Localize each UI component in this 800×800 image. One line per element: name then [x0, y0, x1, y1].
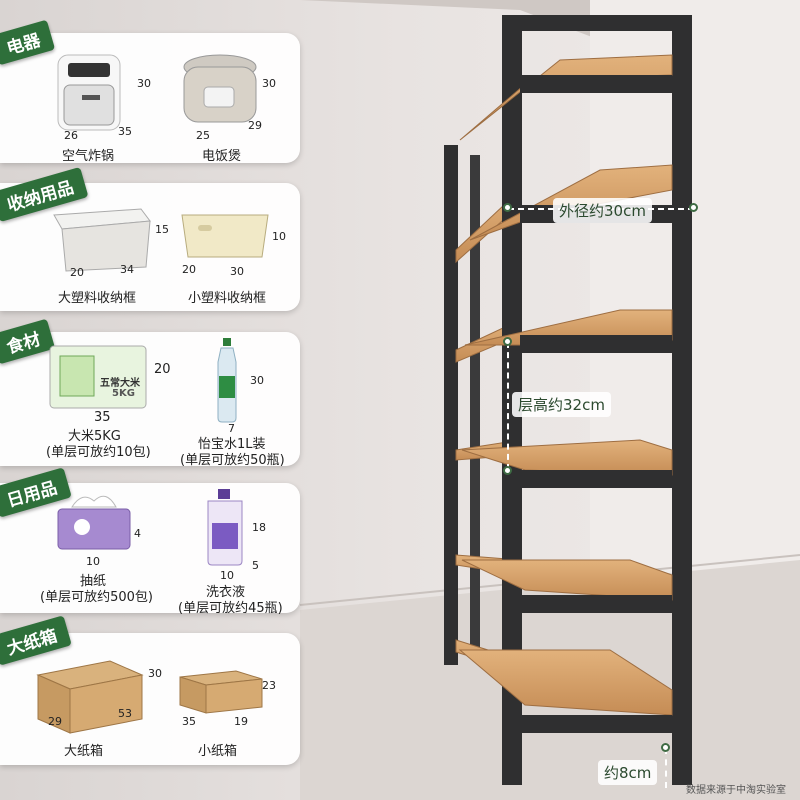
item-name: 怡宝水1L装 [198, 437, 266, 452]
tissue-box-icon [57, 495, 131, 550]
item-name: 大纸箱 [64, 744, 104, 759]
category-card-appliances: 电器 30 26 35 空气炸锅 30 25 29 电饭煲 [0, 19, 300, 164]
dim-height: 30 [148, 667, 162, 680]
watermark: 数据来源于中淘实验室 [686, 785, 786, 796]
rice-bag-weight: 5KG [112, 388, 135, 399]
rice-bag-icon [49, 345, 147, 409]
item-name: 洗衣液 [206, 585, 246, 600]
dim-width: 10 [86, 555, 100, 568]
item-name: 电饭煲 [202, 149, 242, 164]
category-card-daily: 日用品 4 10 抽纸 (单层可放约500包) 18 5 10 洗衣液 (单层可… [0, 467, 300, 616]
small-carton-icon [179, 670, 263, 714]
foot-height-line [665, 748, 667, 788]
large-storage-box-icon [53, 208, 151, 272]
item-note: (单层可放约500包) [40, 590, 153, 605]
dim-width: 35 [182, 715, 196, 728]
dim-height: 30 [262, 77, 276, 90]
dim-width: 26 [64, 129, 78, 142]
item-name: 空气炸锅 [62, 149, 115, 164]
air-fryer-icon [57, 54, 121, 131]
foot-height-label: 约8cm [598, 760, 658, 785]
outer-diameter-label: 外径约30cm [553, 198, 652, 223]
layer-height-endpoint [503, 466, 512, 475]
layer-height-endpoint [503, 337, 512, 346]
dim-height: 18 [252, 521, 266, 534]
item-note: (单层可放约10包) [46, 445, 151, 460]
dim-width: 7 [228, 422, 235, 435]
item-name: 小塑料收纳框 [188, 291, 267, 306]
dim-height: 20 [154, 362, 171, 377]
category-card-storage: 收纳用品 15 20 34 大塑料收纳框 10 20 30 小塑料收纳框 [0, 166, 300, 311]
dim-depth: 5 [252, 559, 259, 572]
category-card-food: 食材 五常大米 5KG 20 35 大米5KG (单层可放约10包) 30 7 … [0, 318, 300, 468]
dim-width: 10 [220, 569, 234, 582]
water-bottle-icon [217, 338, 237, 423]
item-name: 小纸箱 [198, 744, 238, 759]
dim-depth: 29 [248, 119, 262, 132]
category-card-cartons: 大纸箱 30 29 53 大纸箱 23 35 19 小纸箱 [0, 615, 300, 765]
dim-height: 4 [134, 527, 141, 540]
outer-diameter-endpoint [689, 203, 698, 212]
item-name: 大塑料收纳框 [58, 291, 137, 306]
dim-depth: 35 [118, 125, 132, 138]
layer-height-line [507, 342, 509, 470]
item-note: (单层可放约50瓶) [180, 453, 285, 468]
outer-diameter-endpoint [503, 203, 512, 212]
rice-cooker-icon [183, 54, 257, 123]
dim-height: 23 [262, 679, 276, 692]
dim-width: 20 [182, 263, 196, 276]
layer-height-label: 层高约32cm [512, 392, 611, 417]
small-storage-basket-icon [181, 214, 269, 258]
dim-width: 20 [70, 266, 84, 279]
dim-depth: 53 [118, 707, 132, 720]
dim-height: 30 [250, 374, 264, 387]
dim-width: 35 [94, 410, 111, 425]
dim-depth: 19 [234, 715, 248, 728]
dim-depth: 30 [230, 265, 244, 278]
dim-height: 30 [137, 77, 151, 90]
rice-bag-print: 五常大米 [100, 378, 140, 389]
detergent-bottle-icon [207, 489, 243, 566]
dim-height: 15 [155, 223, 169, 236]
dim-height: 10 [272, 230, 286, 243]
item-note: (单层可放约45瓶) [178, 601, 283, 616]
dim-width: 29 [48, 715, 62, 728]
foot-height-endpoint [661, 743, 670, 752]
dim-depth: 34 [120, 263, 134, 276]
dim-width: 25 [196, 129, 210, 142]
large-carton-icon [36, 660, 144, 734]
item-name: 抽纸 [80, 574, 107, 589]
item-name: 大米5KG [68, 429, 121, 444]
